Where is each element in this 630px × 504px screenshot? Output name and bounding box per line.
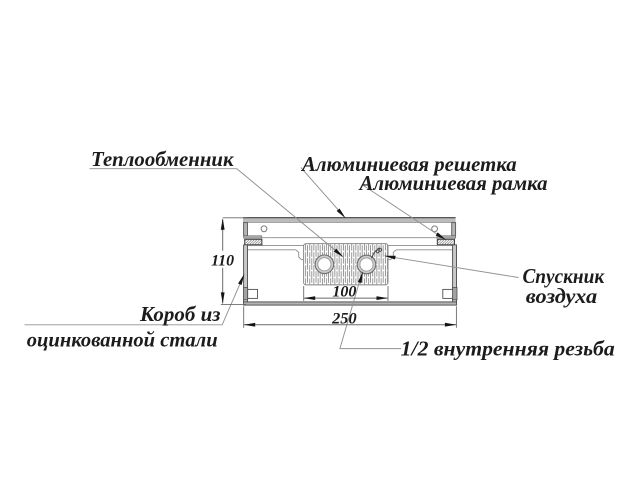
steel-box <box>242 244 458 306</box>
leader-heat-exchanger <box>89 168 342 256</box>
leader-aluminum-frame <box>363 185 445 240</box>
leader-air-vent <box>386 255 519 278</box>
dimension-110-value: 110 <box>211 253 234 270</box>
frame-clips <box>244 238 455 246</box>
label-aluminum-frame: Алюминиевая рамка <box>358 172 548 195</box>
dimension-110: 110 <box>211 217 248 305</box>
frame-top-bar <box>243 217 456 223</box>
dimension-100-value: 100 <box>332 284 356 301</box>
heat-exchanger <box>303 243 389 286</box>
aluminum-frame-profile <box>243 217 457 239</box>
dimension-250: 250 <box>243 306 457 328</box>
leader-lines <box>24 167 519 350</box>
dimension-100: 100 <box>303 284 389 301</box>
frame-right-end <box>451 222 457 237</box>
leader-arrowheads <box>238 208 447 285</box>
heat-exchanger-fins <box>303 243 389 286</box>
label-heat-exchanger: Теплообменник <box>91 148 234 171</box>
label-air-vent-line1: Спускник <box>522 265 604 288</box>
callout-labels: Теплообменник Алюминиевая решетка Алюмин… <box>27 148 615 361</box>
dimension-250-value: 250 <box>331 311 357 328</box>
label-steel-box-line1: Короб из <box>139 303 221 326</box>
box-left-bracket <box>247 288 258 299</box>
frame-screw-hole-left <box>260 225 268 233</box>
label-steel-box-line2: оцинкованной стали <box>27 329 218 352</box>
frame-left-end <box>243 222 248 237</box>
air-vent-valve <box>371 247 383 259</box>
box-bottom <box>243 301 457 306</box>
frame-screw-hole-right <box>431 225 439 233</box>
label-thread: 1/2 внутренняя резьба <box>401 338 615 361</box>
leader-aluminum-grille <box>300 167 345 217</box>
label-aluminum-grille: Алюминиевая решетка <box>300 153 517 176</box>
leader-steel-box <box>24 275 245 326</box>
label-air-vent-line2: воздуха <box>526 285 598 308</box>
box-right-bracket <box>442 288 454 299</box>
